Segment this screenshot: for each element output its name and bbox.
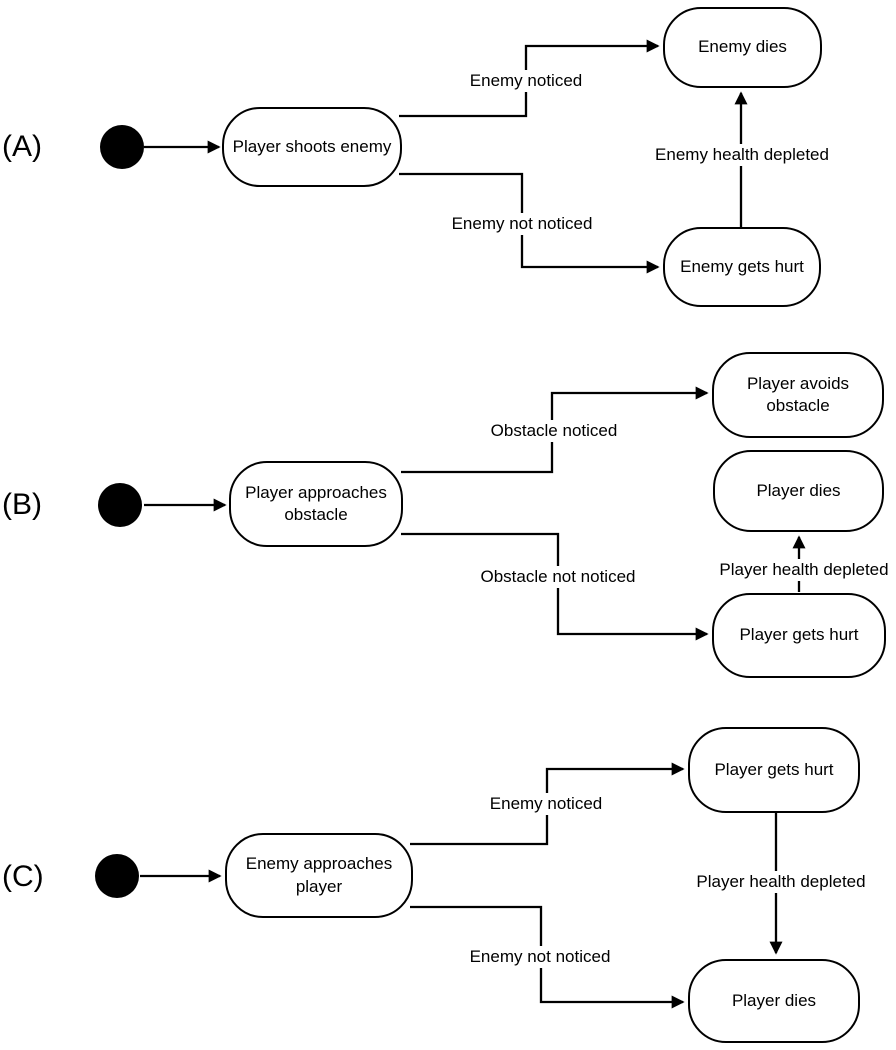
initial-state-icon-b [98, 483, 142, 527]
section-label-b: (B) [2, 488, 42, 521]
edge-label-enemy-not-noticed-a: Enemy not noticed [448, 213, 596, 235]
state-player-gets-hurt-b: Player gets hurt [712, 593, 886, 678]
state-player-approaches-obstacle: Player approaches obstacle [229, 461, 403, 547]
edge-label-player-health-depleted-c: Player health depleted [693, 871, 869, 893]
edge-label-enemy-noticed-a: Enemy noticed [466, 70, 586, 92]
initial-state-icon-c [95, 854, 139, 898]
section-label-c: (C) [2, 860, 44, 893]
state-enemy-dies: Enemy dies [663, 7, 822, 88]
state-player-dies-b: Player dies [713, 450, 884, 532]
state-player-dies-c: Player dies [688, 959, 860, 1043]
edge-label-enemy-not-noticed-c: Enemy not noticed [466, 946, 614, 968]
edge-label-enemy-health-depleted-a: Enemy health depleted [652, 144, 832, 166]
initial-state-icon-a [100, 125, 144, 169]
state-enemy-approaches-player: Enemy approaches player [225, 833, 413, 918]
edge-label-enemy-noticed-c: Enemy noticed [486, 793, 606, 815]
state-player-shoots-enemy: Player shoots enemy [222, 107, 402, 187]
state-player-avoids-obstacle: Player avoids obstacle [712, 352, 884, 438]
edge-label-obstacle-not-noticed-b: Obstacle not noticed [477, 566, 639, 588]
edge-label-player-health-depleted-b: Player health depleted [716, 559, 892, 581]
state-player-gets-hurt-c: Player gets hurt [688, 727, 860, 813]
section-label-a: (A) [2, 130, 42, 163]
edge-label-obstacle-noticed-b: Obstacle noticed [487, 420, 621, 442]
state-enemy-gets-hurt: Enemy gets hurt [663, 227, 821, 307]
